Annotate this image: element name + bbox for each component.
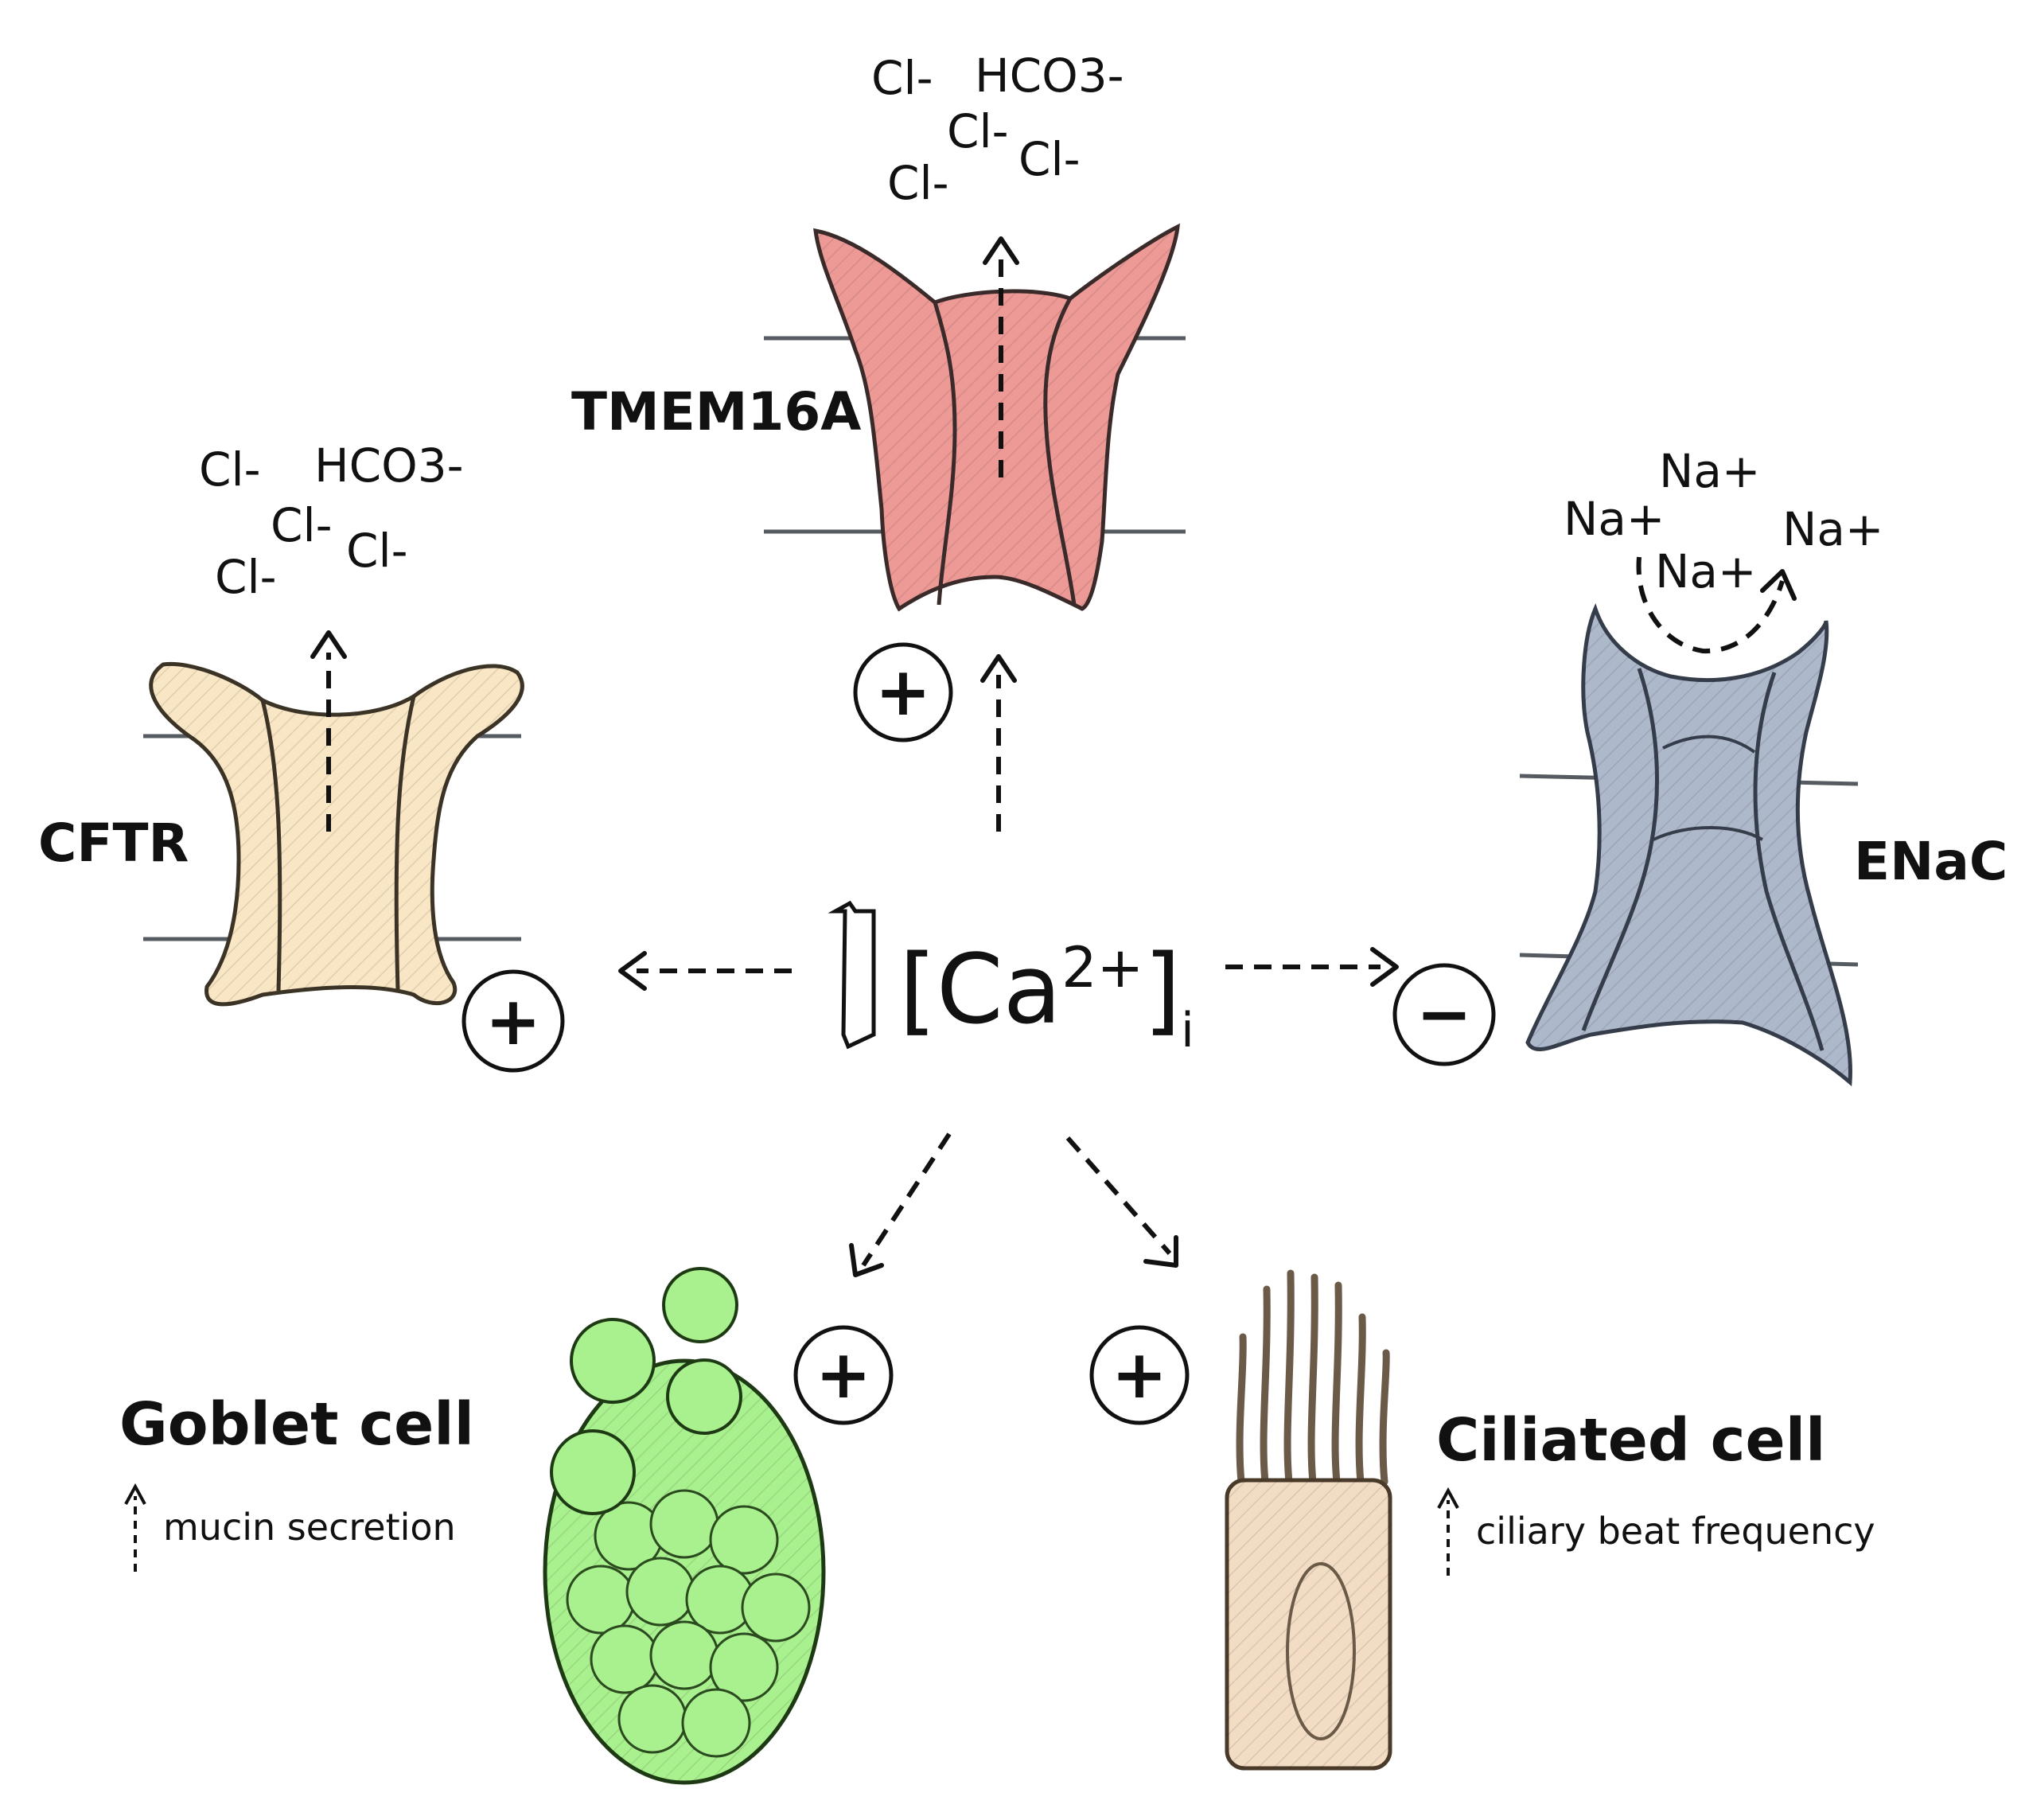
intracellular-calcium: [Ca2+]i xyxy=(828,900,1194,1058)
cftr-effect: + xyxy=(461,969,565,1073)
cftr-label: CFTR xyxy=(38,813,189,874)
mucin-granule xyxy=(566,1565,636,1635)
ciliated-note: ciliary beat frequency xyxy=(1437,1487,1875,1576)
enac-ion-1: Na+ xyxy=(1659,444,1761,498)
tmem16a-ion-4: Cl- xyxy=(887,156,949,210)
ciliated-note-text: ciliary beat frequency xyxy=(1476,1510,1875,1553)
cftr-ion-4: Cl- xyxy=(215,550,277,604)
cftr-ion-2: HCO3- xyxy=(314,438,464,493)
calcium-subscript: i xyxy=(1181,1003,1194,1058)
cftr-ions: Cl- HCO3- Cl- Cl- Cl- xyxy=(199,438,464,604)
cftr-ion-3: Cl- xyxy=(271,498,333,552)
cilia xyxy=(1236,1269,1390,1486)
mucin-granule xyxy=(617,1684,687,1754)
goblet-note: mucin secretion xyxy=(124,1483,456,1572)
cftr-ion-1: Cl- xyxy=(199,442,261,497)
cilium xyxy=(1355,1313,1366,1486)
mucin-granule xyxy=(681,1688,751,1758)
released-granule xyxy=(570,1318,656,1404)
tmem16a-ion-1: Cl- xyxy=(871,51,933,105)
released-granule xyxy=(666,1358,742,1435)
enac-effect: − xyxy=(1392,963,1496,1066)
ciliated-cell-title: Ciliated cell xyxy=(1436,1406,1825,1475)
cilium xyxy=(1331,1281,1342,1486)
increase-arrow-icon xyxy=(828,900,876,1050)
tmem16a-effect: + xyxy=(853,642,953,742)
enac-channel: ENaC xyxy=(1519,556,2008,1087)
nucleus xyxy=(1286,1562,1356,1740)
mucin-granule xyxy=(625,1557,695,1627)
mucin-granule xyxy=(649,1620,719,1690)
calcium-bracket: ] xyxy=(1143,935,1181,1046)
tmem16a-ion-5: Cl- xyxy=(1018,132,1081,186)
goblet-cell xyxy=(543,1267,826,1785)
goblet-effect-sign: + xyxy=(816,1335,871,1413)
calcium-label: [Ca xyxy=(899,935,1061,1046)
mucin-granule xyxy=(649,1489,719,1559)
cftr-ion-5: Cl- xyxy=(346,524,408,578)
tmem16a-label: TMEM16A xyxy=(571,381,861,442)
tmem16a-ion-2: HCO3- xyxy=(975,49,1124,103)
cftr-channel: CFTR xyxy=(38,630,524,1007)
released-granule xyxy=(550,1429,636,1515)
cilium xyxy=(1260,1285,1271,1486)
goblet-effect: + xyxy=(793,1325,894,1425)
mucin-granule xyxy=(709,1632,779,1702)
calcium-charge: 2+ xyxy=(1061,935,1143,1000)
cilium xyxy=(1307,1273,1318,1486)
mucin-granule xyxy=(741,1573,811,1643)
mucin-granule xyxy=(709,1505,779,1575)
enac-ion-4: Na+ xyxy=(1782,502,1884,556)
enac-effect-sign: − xyxy=(1416,975,1472,1053)
ciliated-effect-sign: + xyxy=(1112,1335,1167,1413)
goblet-cell-title: Goblet cell xyxy=(119,1390,474,1459)
enac-label: ENaC xyxy=(1854,831,2008,892)
tmem16a-ions: Cl- HCO3- Cl- Cl- Cl- xyxy=(871,49,1124,210)
cftr-effect-sign: + xyxy=(485,982,541,1060)
cilium xyxy=(1236,1333,1247,1486)
enac-ions: Na+ Na+ Na+ Na+ xyxy=(1564,444,1884,598)
enac-ion-2: Na+ xyxy=(1564,492,1665,546)
mucin-granule xyxy=(590,1624,660,1694)
tmem16a-ion-3: Cl- xyxy=(947,104,1009,158)
goblet-note-text: mucin secretion xyxy=(163,1506,456,1549)
ciliated-cell xyxy=(1225,1269,1392,1771)
released-granule xyxy=(662,1267,738,1343)
mucin-granules xyxy=(566,1489,811,1758)
cilium xyxy=(1283,1269,1295,1486)
enac-ion-3: Na+ xyxy=(1655,544,1757,598)
tmem16a-effect-sign: + xyxy=(875,653,931,731)
ciliated-effect: + xyxy=(1089,1325,1190,1425)
svg-text:[Ca2+]i: [Ca2+]i xyxy=(899,935,1194,1058)
tmem16a-channel: TMEM16A xyxy=(571,223,1186,612)
cilium xyxy=(1379,1349,1390,1486)
